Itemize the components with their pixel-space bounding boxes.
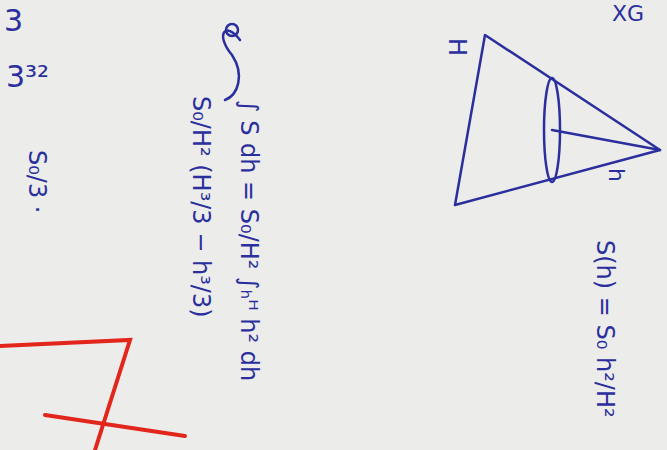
- stray-note: XG: [612, 2, 644, 26]
- axis-line: [552, 130, 660, 150]
- area-formula: S(h) = S₀ h²/H²: [592, 240, 618, 418]
- cone-outline: [455, 35, 660, 205]
- grade-mark: [0, 340, 185, 450]
- integral-stroke: [223, 31, 240, 100]
- level-label: h: [604, 168, 628, 182]
- height-label: H: [444, 38, 470, 56]
- stray-number: 3³²: [6, 60, 49, 93]
- scribble: [226, 24, 238, 36]
- integral-result: S₀/H² (H³/3 − h³/3): [188, 96, 214, 318]
- grade-stroke: [0, 340, 130, 450]
- integral-formula: ∫ S dh = S₀/H² ∫ₕᴴ h² dh: [236, 100, 262, 381]
- cone-sketch: [223, 24, 660, 205]
- stray-digit: 3: [4, 4, 23, 37]
- volume-result: S₀/3 ·: [24, 150, 50, 213]
- grade-stroke: [45, 415, 185, 436]
